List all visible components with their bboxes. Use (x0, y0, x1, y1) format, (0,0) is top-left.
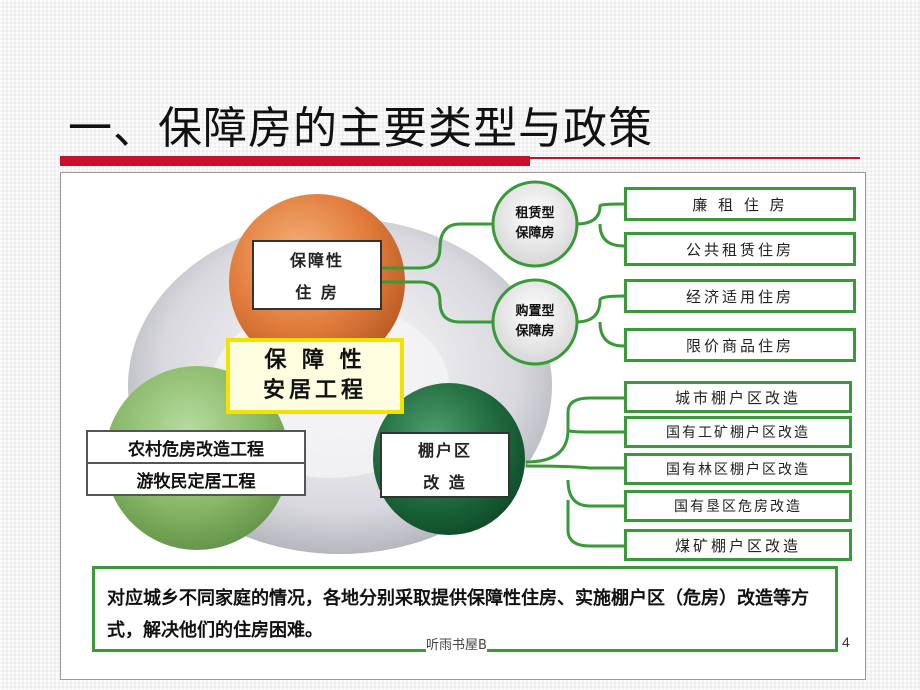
branch-buy-label: 购置型 保障房 (497, 302, 573, 342)
right-circle-label-box: 棚户区 改 造 (380, 432, 510, 498)
page-number: 4 (842, 634, 850, 650)
branch-rent-line1: 租赁型 (515, 206, 555, 221)
footer-source-label: 听雨书屋B (426, 634, 487, 653)
branch-buy-line2: 保障房 (515, 324, 555, 339)
connector-top-rent (382, 222, 494, 270)
summary-box: 对应城乡不同家庭的情况，各地分别采取提供保障性住房、实施棚户区（危房）改造等方式… (92, 566, 838, 652)
summary-text: 对应城乡不同家庭的情况，各地分别采取提供保障性住房、实施棚户区（危房）改造等方式… (107, 588, 809, 641)
title-underline-line (530, 157, 860, 159)
shack-item-reclamation: 国有垦区危房改造 (624, 490, 852, 522)
shack-item-forest: 国有林区棚户区改造 (624, 453, 852, 485)
top-circle-line1: 保障性 (289, 251, 344, 270)
top-circle-label-box: 保障性 住 房 (252, 240, 382, 310)
shack-item-coal: 煤矿棚户区改造 (624, 529, 852, 561)
shack-item-urban: 城市棚户区改造 (624, 381, 852, 413)
shack-item-industrial: 国有工矿棚户区改造 (624, 416, 852, 448)
left-item-nomad: 游牧民定居工程 (86, 462, 306, 496)
center-label-box: 保 障 性 安居工程 (226, 338, 404, 414)
branch-rent-circle (491, 180, 579, 268)
rent-item-public-rent: 公共租赁住房 (624, 232, 856, 266)
connector-top-buy (382, 280, 494, 324)
title-underline-bar (60, 156, 530, 166)
rent-item-low-rent: 廉 租 住 房 (624, 187, 856, 221)
connector-rent-items (575, 202, 625, 248)
slide-title: 一、保障房的主要类型与政策 (68, 103, 653, 154)
connector-buy-items (575, 294, 625, 348)
branch-buy-circle (491, 278, 579, 366)
right-circle-line1: 棚户区 (417, 441, 472, 460)
branch-rent-label: 租赁型 保障房 (497, 204, 573, 244)
left-item-rural: 农村危房改造工程 (86, 430, 306, 464)
top-circle-line2: 住 房 (295, 283, 339, 302)
center-line2: 安居工程 (262, 378, 367, 403)
connector-shack-items (525, 396, 624, 548)
center-line1: 保 障 性 (264, 348, 366, 373)
branch-rent-line2: 保障房 (515, 226, 555, 241)
buy-item-affordable: 经济适用住房 (624, 279, 856, 313)
buy-item-price-limited: 限价商品住房 (624, 328, 856, 362)
right-circle-line2: 改 造 (423, 473, 467, 492)
branch-buy-line1: 购置型 (515, 304, 555, 319)
